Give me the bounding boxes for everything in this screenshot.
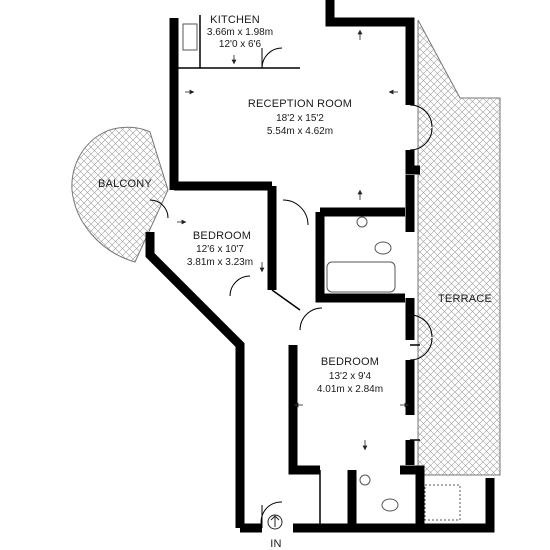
balcony-area: [71, 126, 169, 263]
basin: [356, 216, 368, 228]
terrace-area: [417, 19, 501, 476]
toilet-ensuite: [381, 498, 399, 512]
bathtub: [326, 261, 396, 293]
kitchen-metric: 3.66m x 1.98m: [206, 27, 274, 38]
entrance-arrow-icon: [267, 514, 283, 530]
walls: [145, 0, 495, 533]
kitchen-sink: [182, 23, 198, 51]
toilet: [374, 241, 392, 255]
bedroom2-imperial: 13'2 x 9'4: [328, 371, 372, 382]
kitchen-label: KITCHEN: [210, 14, 260, 26]
door-swings: [149, 47, 433, 529]
reception-metric: 5.54m x 4.62m: [266, 126, 334, 137]
kitchen-imperial: 12'0 x 6'6: [218, 39, 262, 50]
reception-label: RECEPTION ROOM: [247, 98, 353, 110]
bedroom1-metric: 3.81m x 3.23m: [186, 257, 254, 268]
bedroom2-label: BEDROOM: [320, 356, 380, 368]
bedroom2-metric: 4.01m x 2.84m: [316, 384, 384, 395]
terrace-label: TERRACE: [438, 293, 492, 305]
fixtures: [182, 23, 461, 521]
balcony-label: BALCONY: [98, 178, 152, 190]
basin-ensuite: [359, 474, 371, 486]
measurement-arrows: [177, 29, 410, 451]
thin-lines: [174, 15, 420, 528]
reception-imperial: 18'2 x 15'2: [276, 113, 324, 124]
bedroom1-imperial: 12'6 x 10'7: [196, 244, 244, 255]
entrance-label: IN: [270, 538, 282, 550]
shower: [424, 484, 461, 521]
bedroom1-label: BEDROOM: [192, 230, 252, 242]
